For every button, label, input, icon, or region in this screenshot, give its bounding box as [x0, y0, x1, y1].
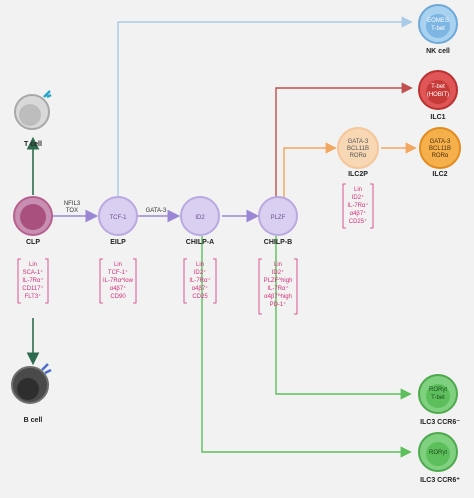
eilp-gene: TCF-1 [110, 215, 128, 221]
ilc2p-gene: BCL11B [347, 146, 369, 152]
arrow-chilpb-to-ilc2p [283, 142, 337, 200]
ilc2-node: GATA-3 BCL11B RORα ILC2 [419, 127, 461, 178]
tcell-receptor-icon [43, 90, 52, 99]
ilc3ccr6neg-gene: T-bet [431, 395, 445, 401]
ilc2p-marker: ID2⁺ [352, 194, 365, 201]
nk-gene: EOMES [427, 18, 449, 24]
chilpa-marker: ID2⁺ [194, 269, 207, 276]
edge-label-nfil3: NFIL3 [64, 201, 81, 207]
ilc2-gene: BCL11B [429, 146, 451, 152]
bcell-receptor-icon [41, 363, 52, 375]
chilpb-marker: PD-1⁺ [270, 301, 287, 308]
ilc3ccr6pos-node: RORγt ILC3 CCR6⁺ [418, 432, 460, 484]
ilc2p-icon [337, 127, 379, 169]
ilc2-gene: GATA-3 [430, 139, 451, 145]
eilp-label: EILP [110, 239, 126, 246]
clp-markers-bracket [17, 258, 49, 304]
ilc2p-gene: RORα [350, 153, 367, 159]
clp-marker: CD117⁺ [22, 285, 43, 292]
chilpa-marker: CD25 [192, 294, 208, 300]
chilpb-marker: IL-7Rα⁺ [267, 285, 288, 292]
ilc2p-label: ILC2P [348, 171, 368, 178]
ilc3ccr6neg-node: RORγt T-bet ILC3 CCR6⁻ [418, 374, 460, 426]
ilc2-gene: RORα [432, 153, 449, 159]
arrow-chilpa-to-ilc3ccr6pos [201, 236, 412, 458]
ilc3ccr6pos-label: ILC3 CCR6⁺ [420, 477, 460, 484]
ilc2p-node: GATA-3 BCL11B RORα ILC2P Lin ID2⁺ IL-7Rα… [337, 127, 379, 229]
chilpa-node: ID2 CHILP-A Lin ID2⁺ IL-7Rα⁺ α4β7⁺ CD25 [180, 196, 220, 304]
clp-marker: IL-7Rα⁺ [22, 277, 43, 284]
eilp-marker: IL-7Rα^low [103, 278, 134, 284]
ilc1-gene: T-bet [431, 84, 445, 90]
chilpb-marker: ID2⁺ [272, 269, 285, 276]
ilc1-label: ILC1 [430, 114, 445, 121]
edge-labels: NFIL3 TOX GATA-3 [64, 201, 167, 214]
ilc1-gene: (HOBIT) [427, 92, 449, 98]
eilp-markers-bracket [99, 258, 137, 304]
edge-label-gata3: GATA-3 [146, 208, 167, 214]
clp-label: CLP [26, 239, 40, 246]
ilc2p-marker: α4β7⁺ [350, 210, 367, 217]
eilp-icon [98, 196, 138, 236]
clp-marker: Lin [29, 262, 37, 268]
bcell-node: B cell [11, 363, 52, 424]
chilpa-marker: Lin [196, 262, 204, 268]
ilc2p-gene: GATA-3 [348, 139, 369, 145]
chilpb-node: PLZF CHILP-B Lin ID2⁺ PLZF^high IL-7Rα⁺ … [258, 196, 298, 315]
eilp-node: TCF-1 EILP Lin TCF-1⁺ IL-7Rα^low α4β7⁺ C… [98, 196, 138, 304]
chilpa-marker: α4β7⁺ [192, 285, 209, 292]
chilpa-markers-bracket [183, 258, 217, 304]
clp-node: CLP Lin SCA-1⁺ IL-7Rα⁺ CD117⁺ FLT3⁺ [13, 196, 53, 304]
ilc2p-marker: IL-7Rα⁺ [347, 202, 368, 209]
ilc3ccr6neg-label: ILC3 CCR6⁻ [420, 419, 460, 426]
eilp-marker: TCF-1⁺ [108, 269, 128, 276]
ilc2p-markers-bracket [342, 183, 374, 229]
ilc2-label: ILC2 [432, 171, 447, 178]
eilp-marker: α4β7⁺ [110, 285, 127, 292]
chilpb-marker: Lin [274, 262, 282, 268]
chilpb-markers-bracket [258, 258, 298, 315]
arrow-chilpb-to-ilc1 [275, 82, 413, 197]
nk-node: EOMES T-bet NK cell [418, 4, 458, 55]
eilp-marker: CD90 [110, 294, 126, 300]
chilpb-label: CHILP-B [264, 239, 292, 246]
edge-label-tox: TOX [66, 208, 78, 214]
ilc1-node: T-bet (HOBIT) ILC1 [418, 70, 458, 121]
arrows [26, 16, 417, 458]
tcell-node: T cell [14, 90, 52, 148]
tcell-label: T cell [24, 141, 42, 148]
ilc2p-marker: CD25⁺ [349, 218, 368, 225]
chilpa-marker: IL-7Rα⁺ [189, 277, 210, 284]
chilpb-marker: α4β7^high [264, 294, 292, 300]
nk-gene: T-bet [431, 26, 445, 32]
ilc3ccr6neg-gene: RORγt [429, 387, 447, 393]
arrow-eilp-to-nk [117, 16, 413, 197]
chilpa-icon [180, 196, 220, 236]
bcell-label: B cell [24, 417, 43, 424]
chilpa-gene: ID2 [195, 215, 205, 221]
ilc3ccr6pos-gene: RORγt [429, 450, 447, 456]
ilc2-icon [419, 127, 461, 169]
arrow-chilpb-to-ilc3ccr6neg [275, 236, 412, 400]
eilp-marker: Lin [114, 262, 122, 268]
nk-label: NK cell [426, 48, 450, 55]
chilpb-icon [258, 196, 298, 236]
chilpb-marker: PLZF^high [264, 278, 293, 284]
chilpb-gene: PLZF [271, 215, 286, 221]
clp-marker: FLT3⁺ [25, 293, 42, 300]
clp-marker: SCA-1⁺ [23, 269, 44, 276]
ilc2p-marker: Lin [354, 187, 362, 193]
chilpa-label: CHILP-A [186, 239, 214, 246]
